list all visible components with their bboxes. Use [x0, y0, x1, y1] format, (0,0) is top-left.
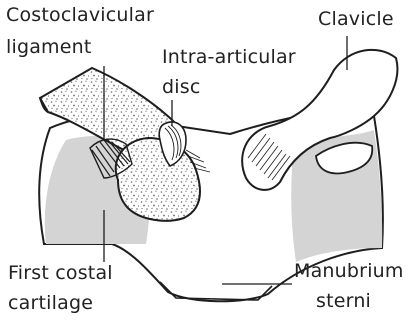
- label-costoclavicular-line1: Costoclavicular: [6, 4, 154, 27]
- label-disc-line1: Intra-articular: [162, 46, 296, 69]
- label-clavicle: Clavicle: [318, 8, 394, 31]
- label-manubrium-line2: sterni: [316, 290, 371, 313]
- label-costoclavicular-line2: ligament: [6, 36, 92, 59]
- label-disc-line2: disc: [162, 76, 201, 99]
- label-cartilage-line2: cartilage: [8, 292, 93, 315]
- label-manubrium-line1: Manubrium: [294, 260, 404, 283]
- label-cartilage-line1: First costal: [8, 262, 113, 285]
